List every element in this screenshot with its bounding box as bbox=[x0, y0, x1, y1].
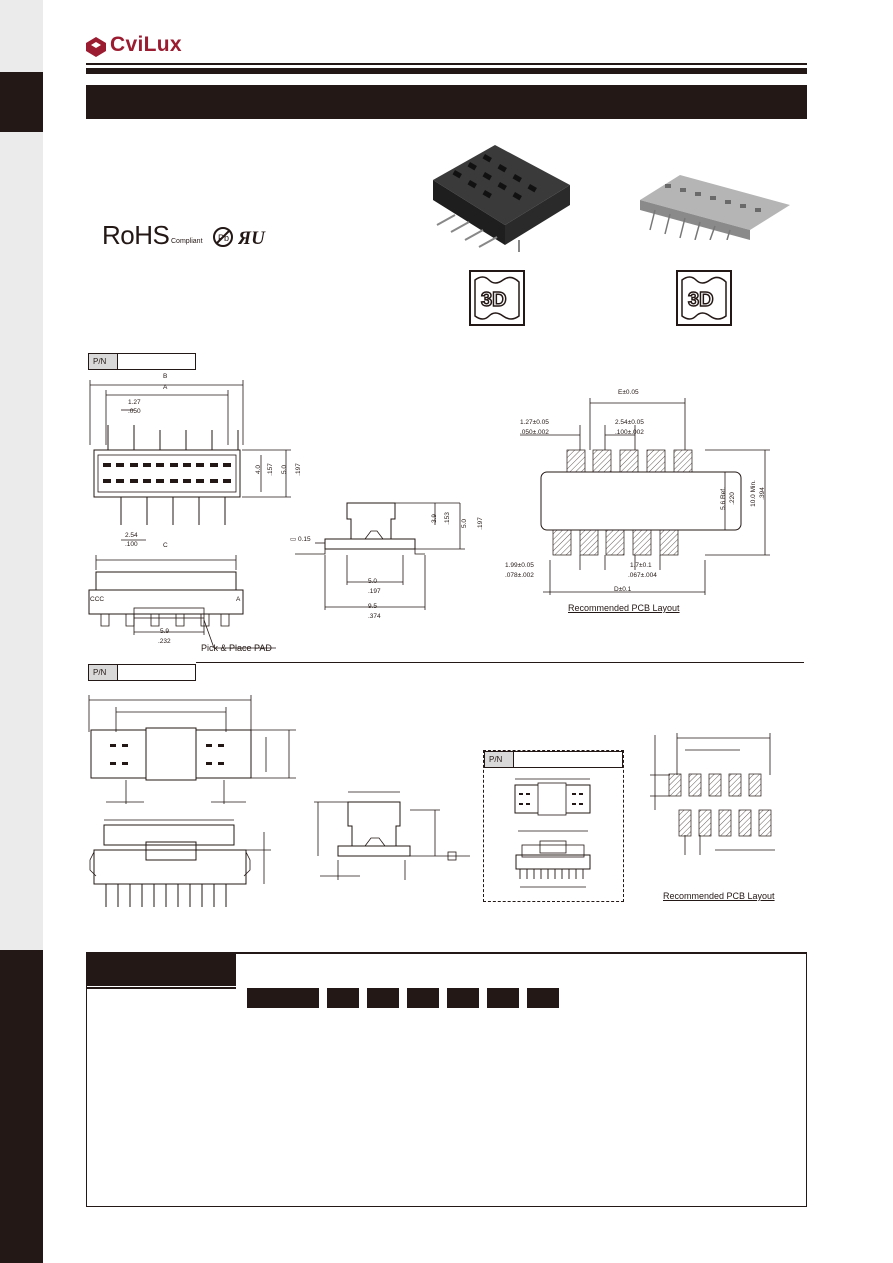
pn-label-inset: P/N bbox=[485, 752, 514, 767]
code-block-2 bbox=[367, 988, 399, 1008]
dim-4-in: .157 bbox=[266, 463, 274, 476]
pn-box-1: P/N bbox=[88, 353, 196, 370]
side-view-drawing bbox=[88, 555, 276, 649]
header-rule bbox=[86, 63, 807, 65]
dim-p1-mm: 1.27±0.05 bbox=[520, 419, 549, 426]
dim-d: D±0.1 bbox=[614, 586, 632, 593]
product-image-grey bbox=[640, 175, 790, 240]
rohs-mark: RoHS bbox=[102, 220, 170, 250]
svg-text:Pb: Pb bbox=[218, 233, 229, 243]
code-block-4 bbox=[447, 988, 479, 1008]
brand-name: CviLux bbox=[110, 33, 182, 56]
dim-ref-mm: 5.6 Ref. bbox=[719, 487, 727, 510]
svg-text:3D: 3D bbox=[688, 289, 714, 311]
dim-A: A bbox=[163, 384, 168, 391]
side-tab-top bbox=[0, 72, 43, 132]
header-rule-thick bbox=[86, 68, 807, 74]
dim-row-mm: 2.54 bbox=[125, 532, 138, 539]
dim-B: B bbox=[163, 373, 168, 380]
section2-rule bbox=[196, 662, 804, 663]
dim-5-in: .197 bbox=[294, 463, 302, 476]
code-block-1 bbox=[327, 988, 359, 1008]
dim-pad-mm: 5.9 bbox=[160, 628, 170, 635]
pcb-caption: Recommended PCB Layout bbox=[568, 603, 680, 613]
pn-box-inset: P/N bbox=[484, 751, 623, 768]
flatness-value: 0.15 bbox=[297, 536, 311, 543]
pn-value-inset bbox=[514, 752, 622, 767]
code-block-series bbox=[247, 988, 319, 1008]
ordering-line bbox=[86, 987, 236, 989]
dim-C: C bbox=[163, 542, 168, 549]
code-block-3 bbox=[407, 988, 439, 1008]
pn-value bbox=[118, 354, 195, 369]
dim-pad-w-in: .067±.004 bbox=[628, 572, 657, 579]
dim-p1-in: .050±.002 bbox=[520, 429, 549, 436]
dim-w-mm: 5.0 bbox=[368, 578, 378, 585]
product-image-dark bbox=[433, 145, 570, 252]
dim-p2-mm: 2.54±0.05 bbox=[615, 419, 644, 426]
flatness: ▭ 0.15 bbox=[290, 536, 311, 543]
svg-text:ЯU: ЯU bbox=[238, 228, 266, 248]
dim-pitch-mm: 1.27 bbox=[128, 399, 141, 406]
ordering-tab bbox=[86, 952, 236, 986]
dim-pitch-in: .050 bbox=[128, 408, 141, 415]
dim-3-9-mm: 3.9 bbox=[431, 513, 439, 524]
dim-4-mm: 4.0 bbox=[255, 464, 263, 475]
dim-5-0-mm: 5.0 bbox=[461, 518, 469, 529]
top-view-drawing-2 bbox=[88, 695, 296, 907]
side-tab-bottom bbox=[0, 950, 43, 1263]
dim-min-in: .394 bbox=[758, 487, 766, 500]
front-view-drawing bbox=[295, 502, 465, 610]
dim-3-9-in: .153 bbox=[443, 512, 451, 525]
dim-5-mm: 5.0 bbox=[281, 464, 289, 475]
dim-pad-in: .232 bbox=[158, 638, 171, 645]
dim-pad-w-mm: 1.7±0.1 bbox=[630, 562, 652, 569]
dim-min-mm: 10.0 Min. bbox=[749, 480, 757, 507]
pn-value-2 bbox=[118, 665, 195, 680]
ordering-top-rule bbox=[236, 952, 807, 954]
dim-row-in: .100 bbox=[125, 541, 138, 548]
pcb-caption-2: Recommended PCB Layout bbox=[663, 891, 775, 901]
ul-icon: ЯU bbox=[238, 228, 266, 248]
brand-logo-icon bbox=[86, 37, 106, 57]
pb-free-icon: Pb bbox=[213, 227, 233, 247]
code-block-5 bbox=[487, 988, 519, 1008]
3d-model-icon: 3D bbox=[469, 270, 525, 326]
label-a: A bbox=[236, 596, 241, 603]
top-view-drawing bbox=[89, 380, 291, 541]
code-block-6 bbox=[527, 988, 559, 1008]
dim-p2-in: .100±.002 bbox=[615, 429, 644, 436]
3d-model-icon-2: 3D bbox=[676, 270, 732, 326]
svg-text:3D: 3D bbox=[481, 289, 507, 311]
pcb-layout-drawing-2 bbox=[650, 733, 775, 855]
rohs-compliant: Compliant bbox=[171, 238, 203, 245]
dim-ref-in: .220 bbox=[728, 492, 736, 505]
dim-w2-mm: 9.5 bbox=[368, 603, 378, 610]
dim-e: E±0.05 bbox=[618, 389, 639, 396]
pick-place-label: Pick & Place PAD bbox=[201, 643, 272, 653]
title-bar bbox=[86, 85, 807, 119]
front-view-drawing-2 bbox=[314, 791, 470, 880]
inset-box bbox=[483, 750, 624, 902]
dim-off-mm: 1.99±0.05 bbox=[505, 562, 534, 569]
dim-off-in: .078±.002 bbox=[505, 572, 534, 579]
pcb-layout-drawing bbox=[520, 398, 770, 595]
dim-w-in: .197 bbox=[368, 588, 381, 595]
pn-label: P/N bbox=[89, 354, 118, 369]
dim-5-0-in: .197 bbox=[476, 517, 484, 530]
dim-w2-in: .374 bbox=[368, 613, 381, 620]
inset-drawing bbox=[514, 778, 591, 888]
label-ccc: CCC bbox=[90, 596, 105, 603]
pn-box-2: P/N bbox=[88, 664, 196, 681]
pn-label-2: P/N bbox=[89, 665, 118, 680]
